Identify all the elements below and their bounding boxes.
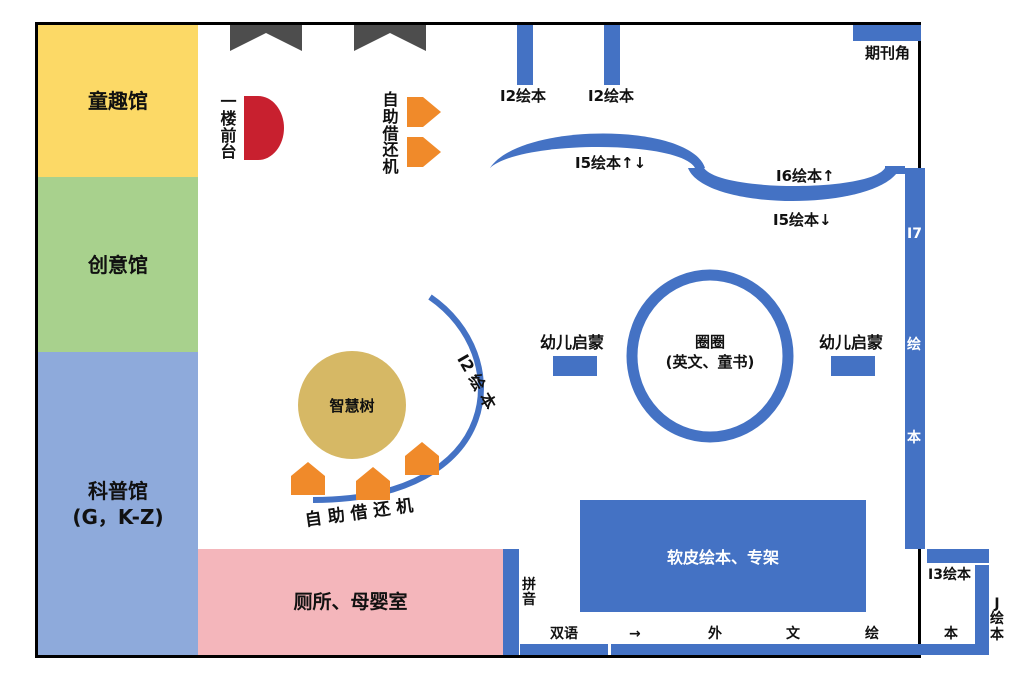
shelf-bottom-label: 双语 <box>550 626 578 642</box>
shelf-bottom-row[interactable] <box>520 644 975 655</box>
shelf-bottom-label: 本 <box>944 626 958 642</box>
zone-toilet-label: 厕所、母婴室 <box>293 590 408 613</box>
zone-toilet[interactable]: 厕所、母婴室 <box>198 549 503 655</box>
shelf-j-label: J绘本 <box>990 596 1004 643</box>
zone-kepu-label: 科普馆 <box>88 478 148 503</box>
circle-shelf[interactable] <box>625 268 795 444</box>
zone-kepu-sub: (G，K-Z) <box>72 504 164 529</box>
zone-tongqu-label: 童趣馆 <box>88 89 148 113</box>
shelf-i7-label: 本 <box>907 430 921 446</box>
zone-tongqu[interactable]: 童趣馆 <box>38 25 198 177</box>
shelf-i5-top-label: I5绘本↑↓ <box>575 154 647 172</box>
self-kiosk-icon[interactable] <box>407 137 443 169</box>
shelf-i2-a[interactable] <box>517 25 533 85</box>
shelf-early-learning-right[interactable] <box>831 356 875 376</box>
shelf-j[interactable] <box>975 565 989 655</box>
shelf-bottom-label: 外 <box>708 626 722 642</box>
circle-label-title: 圈圈 <box>694 333 725 351</box>
shelf-pinyin[interactable] <box>503 549 519 655</box>
shelf-softcover[interactable]: 软皮绘本、专架 <box>580 500 866 612</box>
shelf-i6-label: I6绘本↑ <box>776 167 835 185</box>
zone-kepu[interactable]: 科普馆 (G，K-Z) <box>38 352 198 655</box>
shelf-i7[interactable] <box>905 168 925 549</box>
shelf-bottom-divider <box>608 644 611 655</box>
shelf-bottom-label: 绘 <box>865 626 879 642</box>
entrance-icon <box>354 25 426 51</box>
early-learning-right-label: 幼儿启蒙 <box>819 333 884 352</box>
magazine-label: 期刊角 <box>865 44 911 62</box>
circle-label: 圈圈 (英文、童书) <box>650 332 770 373</box>
zone-chuangyi[interactable]: 创意馆 <box>38 177 198 352</box>
shelf-i7-label: I7 <box>907 226 922 242</box>
self-kiosk-label: 自助借还机 <box>382 90 399 177</box>
self-kiosk-icon[interactable] <box>291 462 325 496</box>
shelf-magazine[interactable] <box>853 25 921 41</box>
shelf-i2-a-label: I2绘本 <box>500 87 547 105</box>
entrance-icon <box>230 25 302 51</box>
wisdom-tree-label: 智慧树 <box>329 396 375 415</box>
shelf-i2-b[interactable] <box>604 25 620 85</box>
self-kiosk-icon[interactable] <box>407 97 443 129</box>
shelf-i7-label: 绘 <box>907 337 921 353</box>
zone-chuangyi-label: 创意馆 <box>88 252 148 277</box>
circle-label-sub: (英文、童书) <box>665 353 755 372</box>
self-kiosk-icon[interactable] <box>356 467 390 501</box>
shelf-bottom-label: → <box>629 626 641 642</box>
front-desk-label: 一楼前台 <box>220 92 237 162</box>
shelf-bottom-label: 文 <box>786 626 800 642</box>
shelf-i2-b-label: I2绘本 <box>588 87 635 105</box>
wisdom-tree[interactable]: 智慧树 <box>298 351 406 459</box>
shelf-i5-bottom-label: I5绘本↓ <box>773 211 832 229</box>
self-kiosk-icon[interactable] <box>405 442 439 476</box>
shelf-softcover-label: 软皮绘本、专架 <box>666 548 779 567</box>
shelf-early-learning-left[interactable] <box>553 356 597 376</box>
shelf-pinyin-label: 拼音 <box>522 577 536 608</box>
early-learning-left-label: 幼儿启蒙 <box>540 333 605 352</box>
shelf-i3[interactable] <box>927 549 989 563</box>
front-desk-icon[interactable] <box>244 96 286 160</box>
shelf-i3-label: I3绘本 <box>928 567 971 583</box>
